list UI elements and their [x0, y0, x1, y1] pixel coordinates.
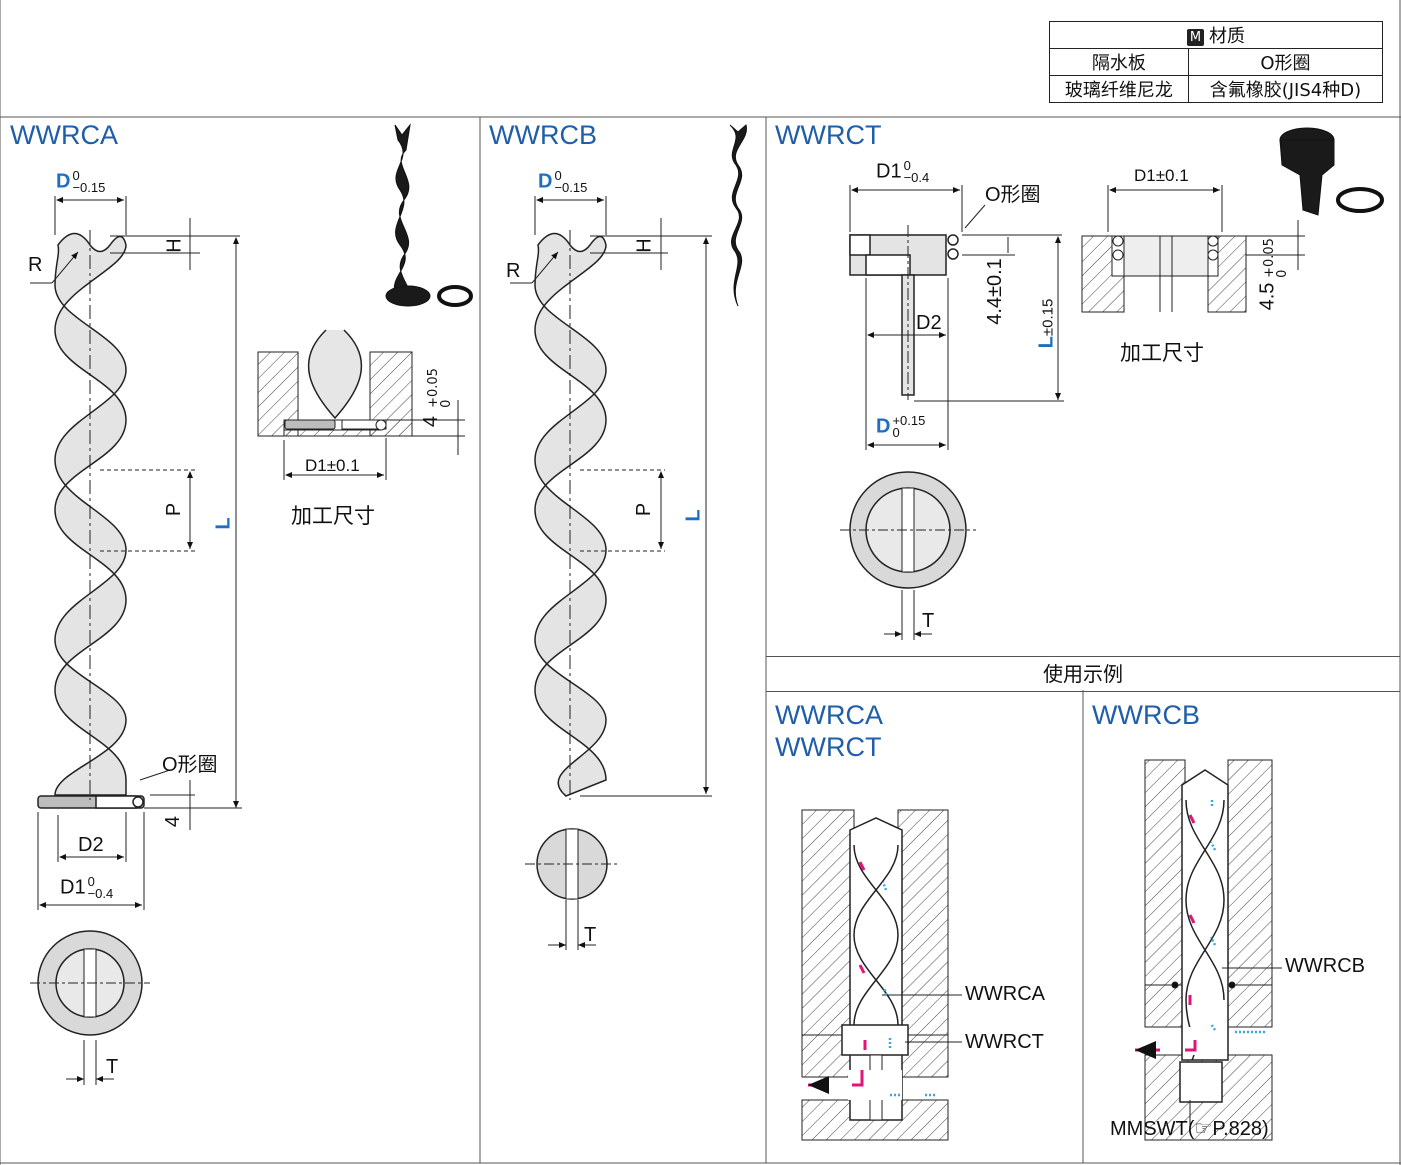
wwrca-4-label: 4	[162, 815, 185, 828]
wwrct-d1-tol-top: 0	[903, 158, 911, 173]
wwrcb-d-tol-bot: −0.15	[554, 180, 588, 195]
usage-right	[1135, 759, 1282, 1141]
material-table: M 材质 隔水板 O形圈 玻璃纤维尼龙 含氟橡胶(JIS4种D)	[1049, 21, 1384, 103]
wwrct-mach-caption: 加工尺寸	[1120, 341, 1204, 365]
material-col2-header: O形圈	[1187, 48, 1384, 76]
wwrca-d-tol: 0−0.15	[72, 168, 106, 195]
usage-left-title-2: WWRCT	[775, 732, 882, 762]
wwrcb-title: WWRCB	[489, 120, 597, 150]
wwrca-mach-caption: 加工尺寸	[291, 504, 375, 528]
material-col2-value: 含氟橡胶(JIS4种D)	[1187, 75, 1384, 103]
wwrca-l-label: L	[212, 517, 235, 530]
wwrct-title: WWRCT	[775, 120, 882, 150]
wwrcb-l-label: L	[682, 509, 705, 522]
usage-right-label-wwrcb: WWRCB	[1285, 955, 1365, 977]
wwrcb-d: D	[538, 170, 553, 193]
wwrcb-r-label: R	[506, 260, 521, 282]
usage-left-title-1: WWRCA	[775, 700, 883, 730]
wwrct-d-tol-bot: 0	[892, 425, 900, 440]
wwrcb-h-label: H	[633, 238, 656, 253]
wwrct-end-view	[840, 471, 976, 640]
wwrca-d: D	[56, 170, 71, 193]
wwrca-d-tol-top: 0	[72, 168, 80, 183]
wwrca-machining	[257, 329, 465, 480]
wwrca-mach-tol-bot: 0	[438, 399, 454, 408]
wwrca-end-view	[30, 930, 150, 1085]
material-table-header: M 材质	[1049, 21, 1383, 49]
wwrca-d1-tol: 0−0.4	[87, 874, 114, 901]
wwrct-mach-d1-label: D1±0.1	[1134, 166, 1189, 185]
wwrcb-photo	[729, 124, 747, 307]
wwrca-oring-label: O形圈	[162, 754, 218, 776]
wwrct-d-tol-top: +0.15	[892, 413, 926, 428]
wwrct-h44-label: 4.4±0.1	[983, 258, 1006, 325]
wwrct-oring-label: O形圈	[985, 184, 1041, 206]
wwrct-mach-tol-bot: 0	[1274, 269, 1290, 278]
usage-left-label-wwrca: WWRCA	[965, 983, 1045, 1005]
material-badge-icon: M	[1187, 29, 1204, 46]
wwrct-mach-height-label: 4.5	[1256, 282, 1279, 311]
wwrcb-t-label: T	[584, 924, 597, 946]
wwrct-d1: D1	[876, 160, 902, 183]
wwrct-dims	[849, 185, 1064, 450]
wwrct-d1-tol: 0−0.4	[903, 158, 930, 185]
material-col1-value: 玻璃纤维尼龙	[1049, 75, 1189, 103]
wwrct-l-tol: ±0.15	[1039, 298, 1057, 337]
wwrca-p-label: P	[163, 502, 186, 517]
wwrct-photo	[1279, 127, 1384, 216]
wwrcb-dims	[510, 196, 712, 797]
wwrca-t-label: T	[106, 1056, 119, 1078]
wwrca-r-label: R	[28, 254, 43, 276]
usage-left	[801, 809, 962, 1141]
material-title: 材质	[1209, 26, 1245, 47]
wwrca-d1-tol-bot: −0.4	[87, 886, 114, 901]
wwrca-mach-height-label: 4	[420, 415, 443, 428]
wwrca-dims	[30, 196, 242, 910]
usage-header: 使用示例	[766, 656, 1400, 692]
wwrca-d2-label: D2	[78, 834, 104, 856]
usage-right-title: WWRCB	[1092, 700, 1200, 730]
wwrca-title: WWRCA	[10, 120, 118, 150]
wwrct-d: D	[876, 415, 891, 438]
material-col1-header: 隔水板	[1049, 48, 1189, 76]
wwrca-d-tol-bot: −0.15	[72, 180, 106, 195]
wwrct-l-label: L±0.15	[1035, 299, 1058, 349]
wwrcb-d-tol: 0−0.15	[554, 168, 588, 195]
wwrct-d1-tol-bot: −0.4	[903, 170, 930, 185]
wwrct-t-label: T	[922, 610, 935, 632]
wwrct-side	[849, 225, 959, 400]
wwrca-h-label: H	[163, 238, 186, 253]
wwrca-photo	[385, 123, 473, 307]
usage-left-label-wwrct: WWRCT	[965, 1031, 1044, 1053]
usage-right-label-mmswt: MMSWT(☞P.828)	[1110, 1118, 1269, 1140]
wwrca-mach-d1-label: D1±0.1	[305, 456, 360, 475]
wwrcb-d-tol-top: 0	[554, 168, 562, 183]
wwrcb-p-label: P	[633, 502, 656, 517]
wwrcb-end-view	[525, 828, 618, 950]
wwrct-d2-label: D2	[916, 312, 942, 334]
wwrct-machining	[1081, 185, 1305, 313]
wwrca-base	[37, 795, 145, 809]
wwrca-d1: D1	[60, 876, 86, 899]
wwrct-l: L	[1035, 336, 1058, 349]
wwrca-d1-tol-top: 0	[87, 874, 95, 889]
